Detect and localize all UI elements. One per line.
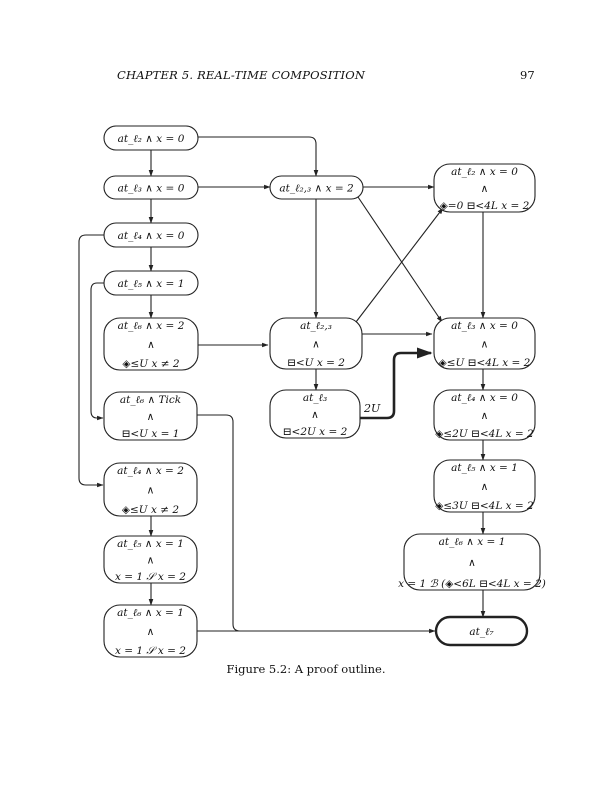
- node-n9: at_ℓ₆ ∧ x = 1 ∧ x = 1 𝒮 x = 2: [103, 604, 198, 658]
- node-box: [433, 317, 536, 370]
- node-formula-line: at_ℓ₆ ∧ Tick: [120, 394, 181, 406]
- node-formula-line: ∧: [147, 411, 155, 423]
- node-r3: at_ℓ₄ ∧ x = 0 ∧ ◈≤2U ⊟<4L x = 2: [433, 389, 536, 441]
- node-n3: at_ℓ₄ ∧ x = 0: [103, 222, 199, 248]
- node-formula-line: ∧: [481, 481, 489, 493]
- node-r2: at_ℓ₃ ∧ x = 0 ∧ ◈≤U ⊟<4L x = 2: [433, 317, 536, 370]
- node-formula-line: ∧: [147, 555, 155, 567]
- edge-n3-n7: [78, 234, 104, 488]
- node-formula-line: at_ℓ₂,₃ ∧ x = 2: [279, 183, 354, 195]
- node-formula-line: x = 1 𝒮 x = 2: [115, 571, 186, 583]
- node-box: [103, 175, 199, 200]
- node-formula-line: at_ℓ₆ ∧ x = 1: [439, 536, 506, 548]
- node-formula-line: at_ℓ₄ ∧ x = 0: [118, 230, 185, 242]
- page-number: 97: [520, 68, 535, 82]
- node-r5: at_ℓ₆ ∧ x = 1 ∧ x = 1 ℬ (◈<6L ⊟<4L x = 2): [398, 533, 546, 591]
- node-r6: at_ℓ₇: [434, 615, 529, 647]
- node-box: [269, 175, 364, 200]
- node-formula-line: at_ℓ₆ ∧ x = 1: [117, 607, 184, 619]
- node-formula-line: at_ℓ₃ ∧ x = 0: [118, 183, 185, 195]
- edge-m1-r2: [357, 196, 443, 323]
- node-box: [269, 317, 363, 370]
- node-formula-line: at_ℓ₂ ∧ x = 0: [118, 133, 185, 145]
- node-formula-line: ∧: [481, 410, 489, 422]
- node-formula-line: ∧: [312, 339, 320, 351]
- node-formula-line: at_ℓ₇: [469, 626, 494, 638]
- node-formula-line: at_ℓ₃: [303, 392, 327, 404]
- edge-n4-n6: [90, 282, 104, 421]
- chapter-heading: CHAPTER 5. REAL-TIME COMPOSITION: [117, 68, 366, 82]
- node-box: [269, 389, 361, 439]
- node-box: [103, 125, 199, 151]
- node-formula-line: at_ℓ₄ ∧ x = 2: [117, 465, 184, 477]
- node-box: [103, 270, 199, 296]
- node-formula-line: ∧: [311, 409, 319, 421]
- node-formula-line: x = 1 𝒮 x = 2: [115, 645, 186, 657]
- node-n4: at_ℓ₅ ∧ x = 1: [103, 270, 199, 296]
- node-formula-line: at_ℓ₂ ∧ x = 0: [451, 166, 518, 178]
- node-box: [403, 533, 541, 591]
- node-formula-line: at_ℓ₃ ∧ x = 0: [451, 320, 518, 332]
- node-box: [103, 462, 198, 517]
- node-formula-line: at_ℓ₄ ∧ x = 0: [451, 392, 518, 404]
- node-formula-line: at_ℓ₂,₃: [300, 320, 332, 332]
- node-formula-line: ◈=0 ⊟<4L x = 2: [440, 200, 530, 212]
- edge-n6-r6: [197, 414, 436, 634]
- edge-n1-m1: [198, 136, 319, 177]
- node-formula-line: ◈≤U ⊟<4L x = 2: [439, 357, 531, 369]
- node-formula-line: ∧: [147, 626, 155, 638]
- edge-label-2U: 2U: [363, 402, 381, 415]
- node-formula-line: at_ℓ₅ ∧ x = 1: [117, 538, 184, 550]
- node-n6: at_ℓ₆ ∧ Tick ∧ ⊟<U x = 1: [103, 391, 198, 441]
- node-formula-line: ∧: [468, 557, 476, 569]
- edges-layer: [78, 136, 486, 634]
- node-n7: at_ℓ₄ ∧ x = 2 ∧ ◈≤U x ≠ 2: [103, 462, 198, 517]
- node-box: [434, 615, 529, 647]
- node-box: [103, 317, 199, 371]
- node-formula-line: ⊟<U x = 2: [287, 357, 345, 369]
- node-box: [103, 222, 199, 248]
- node-formula-line: at_ℓ₅ ∧ x = 1: [118, 278, 185, 290]
- node-r1: at_ℓ₂ ∧ x = 0 ∧ ◈=0 ⊟<4L x = 2: [433, 163, 536, 213]
- edge-m3-r2: [360, 347, 433, 420]
- node-formula-line: ∧: [481, 339, 489, 351]
- node-m1: at_ℓ₂,₃ ∧ x = 2: [269, 175, 364, 200]
- node-n1: at_ℓ₂ ∧ x = 0: [103, 125, 199, 151]
- node-formula-line: ⊟<U x = 1: [122, 428, 180, 440]
- node-formula-line: ⊟<2U x = 2: [283, 426, 348, 438]
- edge-m2-r1: [355, 207, 444, 323]
- node-formula-line: at_ℓ₆ ∧ x = 2: [118, 320, 185, 332]
- node-box: [433, 163, 536, 213]
- node-box: [433, 459, 536, 513]
- node-r4: at_ℓ₅ ∧ x = 1 ∧ ◈≤3U ⊟<4L x = 2: [433, 459, 536, 513]
- nodes-layer: at_ℓ₂ ∧ x = 0at_ℓ₃ ∧ x = 0at_ℓ₄ ∧ x = 0a…: [103, 125, 546, 658]
- node-formula-line: at_ℓ₅ ∧ x = 1: [451, 462, 518, 474]
- node-formula-line: ∧: [481, 183, 489, 195]
- node-formula-line: x = 1 ℬ (◈<6L ⊟<4L x = 2): [398, 578, 546, 590]
- node-formula-line: ∧: [147, 339, 155, 351]
- node-box: [103, 535, 198, 584]
- node-n2: at_ℓ₃ ∧ x = 0: [103, 175, 199, 200]
- node-m3: at_ℓ₃ ∧ ⊟<2U x = 2: [269, 389, 361, 439]
- node-formula-line: ◈≤U x ≠ 2: [122, 504, 179, 516]
- node-formula-line: ◈≤U x ≠ 2: [122, 358, 179, 370]
- node-formula-line: ◈≤2U ⊟<4L x = 2: [435, 428, 534, 440]
- node-n8: at_ℓ₅ ∧ x = 1 ∧ x = 1 𝒮 x = 2: [103, 535, 198, 584]
- node-formula-line: ◈≤3U ⊟<4L x = 2: [435, 500, 534, 512]
- node-formula-line: ∧: [147, 485, 155, 497]
- node-box: [103, 391, 198, 441]
- node-m2: at_ℓ₂,₃ ∧ ⊟<U x = 2: [269, 317, 363, 370]
- node-box: [433, 389, 536, 441]
- figure-caption: Figure 5.2: A proof outline.: [226, 662, 386, 676]
- node-box: [103, 604, 198, 658]
- node-n5: at_ℓ₆ ∧ x = 2 ∧ ◈≤U x ≠ 2: [103, 317, 199, 371]
